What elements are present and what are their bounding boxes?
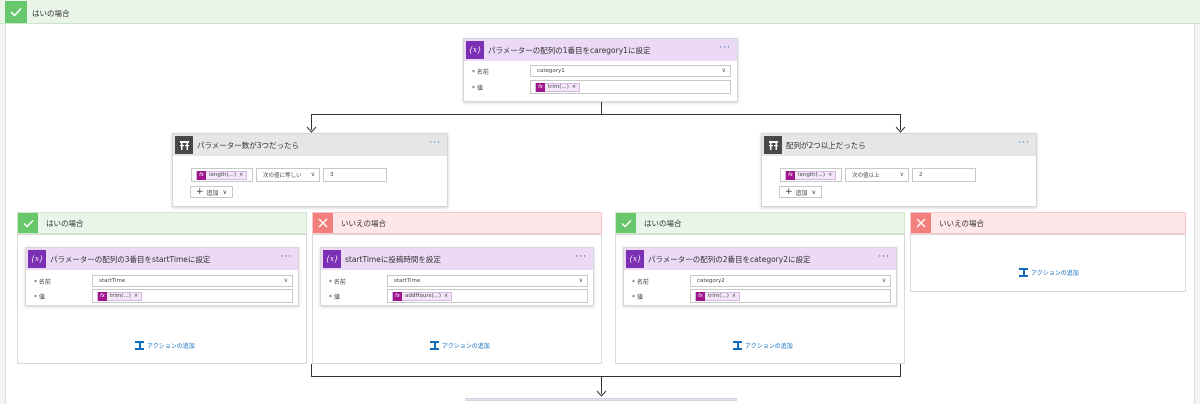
more-options-icon[interactable]: ··· xyxy=(575,252,587,262)
connector xyxy=(311,376,901,377)
condition-title: 配列が2つ以上だったら xyxy=(786,140,866,150)
name-dropdown[interactable]: category2 ∨ xyxy=(690,275,891,287)
name-dropdown[interactable]: startTime ∨ xyxy=(387,275,588,287)
chevron-down-icon: ∨ xyxy=(881,277,886,284)
branch-yes-header[interactable]: はいの場合 xyxy=(17,212,307,234)
more-options-icon[interactable]: ··· xyxy=(878,252,890,262)
variable-icon: {x} xyxy=(28,250,46,268)
chevron-down-icon: ∨ xyxy=(222,188,227,196)
plus-icon: + xyxy=(196,187,204,197)
remove-token-icon[interactable]: × xyxy=(571,84,577,90)
connector xyxy=(900,364,901,376)
chevron-down-icon: ∨ xyxy=(811,188,816,196)
more-options-icon[interactable]: ··· xyxy=(280,252,292,262)
connector xyxy=(601,376,602,394)
add-button[interactable]: + 追加 ∨ xyxy=(779,186,822,198)
name-value: category1 xyxy=(537,68,565,74)
connector xyxy=(601,102,602,114)
fx-icon: fx xyxy=(536,82,545,92)
close-icon xyxy=(911,213,931,233)
more-options-icon[interactable]: ··· xyxy=(1018,138,1030,148)
name-dropdown[interactable]: category1 ∨ xyxy=(530,65,731,77)
condition-title: パラメーター数が3つだったら xyxy=(197,140,300,150)
remove-token-icon[interactable]: × xyxy=(239,172,244,178)
arrow-down-icon xyxy=(306,126,317,133)
add-action-icon xyxy=(135,341,144,350)
set-variable-card[interactable]: {x} パラメーターの配列の2番目をcategory2に設定 ··· * 名前 … xyxy=(623,247,897,306)
connector xyxy=(311,114,901,115)
connector xyxy=(311,364,312,376)
condition-icon xyxy=(175,136,193,154)
plus-icon: + xyxy=(785,187,793,197)
remove-token-icon[interactable]: × xyxy=(133,293,139,299)
set-variable-card-top[interactable]: {x} パラメーターの配列の1番目をcaregory1に設定 ··· * 名前 … xyxy=(463,38,738,102)
chevron-down-icon: ∨ xyxy=(283,277,288,284)
name-label: * 名前 xyxy=(472,69,489,76)
check-icon xyxy=(616,213,636,233)
connector xyxy=(311,114,312,130)
value-label: * 値 xyxy=(472,85,483,92)
check-icon xyxy=(5,1,27,23)
check-icon xyxy=(18,213,38,233)
fx-icon: fx xyxy=(786,170,795,180)
action-title: パラメーターの配列の1番目をcaregory1に設定 xyxy=(488,45,651,55)
remove-token-icon[interactable]: × xyxy=(444,293,449,299)
operator-dropdown[interactable]: 次の値以上 ∨ xyxy=(845,168,909,182)
chevron-down-icon: ∨ xyxy=(721,67,726,74)
add-action-icon xyxy=(430,341,439,350)
arrow-down-icon xyxy=(596,390,607,397)
connector xyxy=(900,114,901,130)
chevron-down-icon: ∨ xyxy=(899,171,904,178)
remove-token-icon[interactable]: × xyxy=(828,172,833,178)
variable-icon: {x} xyxy=(466,41,484,59)
condition-right-operand[interactable]: 2 xyxy=(912,168,976,182)
add-action-icon xyxy=(1019,268,1028,277)
branch-yes-header[interactable]: はいの場合 xyxy=(615,212,905,234)
add-button[interactable]: + 追加 ∨ xyxy=(190,186,233,198)
set-variable-card[interactable]: {x} パラメーターの配列の3番目をstartTimeに設定 ··· * 名前 … xyxy=(25,247,299,306)
add-action-icon xyxy=(733,341,742,350)
variable-icon: {x} xyxy=(323,250,341,268)
add-action-button[interactable]: アクションの追加 xyxy=(733,341,793,350)
arrow-down-icon xyxy=(895,126,906,133)
add-action-button[interactable]: アクションの追加 xyxy=(135,341,195,350)
more-options-icon[interactable]: ··· xyxy=(429,138,441,148)
remove-token-icon[interactable]: × xyxy=(731,293,737,299)
set-variable-card[interactable]: {x} startTimeに投稿時間を設定 ··· * 名前 startTime… xyxy=(320,247,594,306)
close-icon xyxy=(313,213,333,233)
add-action-button[interactable]: アクションの追加 xyxy=(1019,268,1079,277)
condition-icon xyxy=(764,136,782,154)
branch-no-header[interactable]: いいえの場合 xyxy=(312,212,602,234)
name-dropdown[interactable]: startTime ∨ xyxy=(92,275,293,287)
branch-no-header[interactable]: いいえの場合 xyxy=(910,212,1186,234)
chevron-down-icon: ∨ xyxy=(578,277,583,284)
condition-right-operand[interactable]: 3 xyxy=(323,168,387,182)
fx-icon: fx xyxy=(393,291,402,301)
operator-dropdown[interactable]: 次の値に等しい ∨ xyxy=(256,168,320,182)
chevron-down-icon: ∨ xyxy=(310,171,315,178)
more-options-icon[interactable]: ··· xyxy=(719,43,731,53)
fx-icon: fx xyxy=(696,291,705,301)
fx-icon: fx xyxy=(197,170,206,180)
add-action-button[interactable]: アクションの追加 xyxy=(430,341,490,350)
outer-yes-header[interactable]: はいの場合 xyxy=(0,0,1200,24)
fx-icon: fx xyxy=(98,291,107,301)
variable-icon: {x} xyxy=(626,250,644,268)
branch-no-body xyxy=(910,234,1186,292)
outer-yes-title: はいの場合 xyxy=(32,9,70,18)
